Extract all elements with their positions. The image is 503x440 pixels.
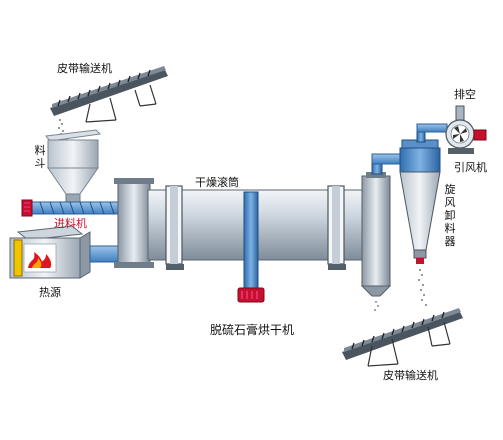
cyclone-separator [399, 123, 448, 306]
hopper-label: 料斗 [34, 144, 46, 170]
feeder-label: 进料机 [54, 217, 87, 230]
heat-source-label: 热源 [39, 286, 61, 299]
fan-label: 引风机 [454, 161, 487, 174]
cyclone-label: 旋风卸料器 [444, 183, 456, 248]
exhaust-label: 排空 [454, 88, 476, 101]
bottom-conveyor-label: 皮带输送机 [383, 369, 438, 382]
rotary-drum [147, 185, 381, 295]
drum-label: 干燥滚筒 [195, 176, 239, 189]
feed-hopper [45, 129, 102, 203]
heat-source-furnace [9, 225, 121, 279]
drum-discharge-housing [360, 153, 413, 311]
diagram-title: 脱硫石膏烘干机 [210, 323, 295, 337]
top-belt-conveyor [50, 66, 168, 151]
drive-motor [237, 287, 265, 303]
screw-feeder [21, 199, 131, 217]
drum-inlet-housing [114, 178, 154, 268]
induced-draft-fan [445, 105, 487, 154]
bottom-belt-conveyor [342, 308, 463, 367]
top-conveyor-label: 皮带输送机 [57, 62, 112, 75]
